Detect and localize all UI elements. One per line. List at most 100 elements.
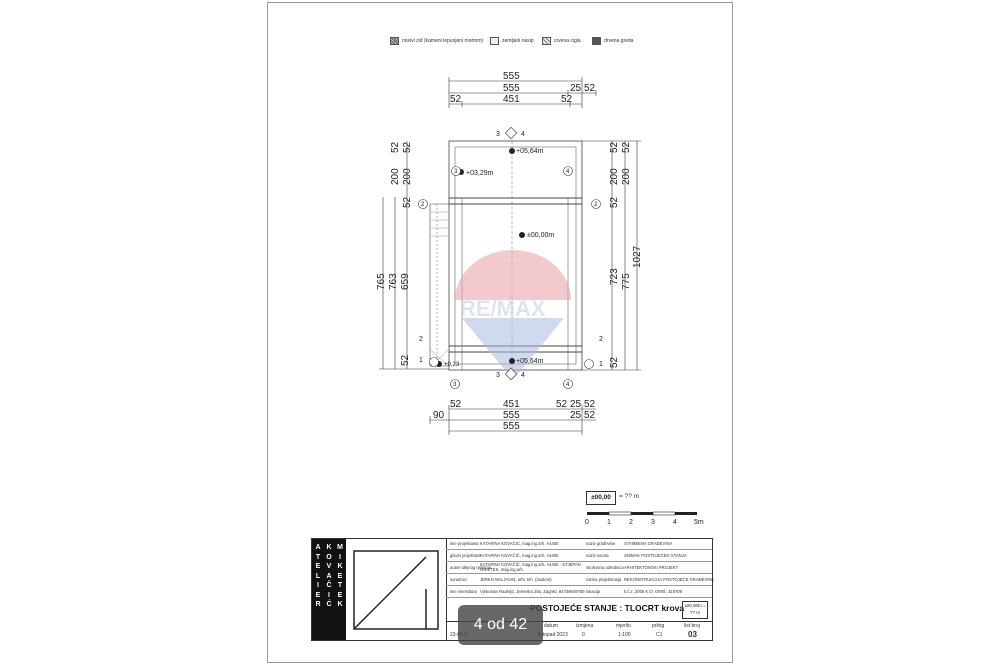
row-key: suradnici [450, 577, 467, 582]
logo-letter: K [326, 544, 332, 551]
timber-beam-swatch [592, 37, 601, 45]
drawing-title-row: POSTOJEĆE STANJE : TLOCRT krova ±00,00m … [446, 599, 712, 622]
scale-tick: 5m [694, 519, 704, 526]
logo-mark [353, 550, 439, 630]
axis-4-top: 4 [521, 131, 525, 138]
axis-2-left: 2 [421, 202, 425, 208]
dim-top-555b: 555 [503, 83, 520, 94]
sheet-number: 03 [688, 630, 697, 639]
footer-header: datum [544, 623, 558, 629]
axis-3-top: 3 [496, 131, 500, 138]
appendix-value: C1 [656, 632, 663, 638]
row-key: razina projektiranja [586, 577, 622, 582]
stair-hatch [430, 211, 449, 367]
row-key: glavni projektant [450, 553, 481, 558]
dim-right-775: 775 [621, 273, 632, 290]
titleblock-row: ime investitora Vjekoslav Radeljić, Jele… [446, 587, 712, 598]
dim-bottom-52a: 52 [450, 399, 462, 410]
logo-letter: E [337, 572, 343, 580]
axis-3-circle-bottom: 3 [453, 382, 457, 388]
row-value: KATARINA KOVAČIĆ, mag.ing.arh. A4405 · S… [480, 562, 581, 572]
left-dimension-lines [379, 141, 449, 370]
row-value: SNIMAK POSTOJEĆEG STANJA [624, 553, 687, 558]
dim-bottom-451: 451 [503, 399, 520, 410]
logo-letter: V [326, 563, 332, 570]
earth-fill-swatch [490, 37, 499, 45]
page-counter: 4 od 42 [458, 605, 543, 645]
scale-tick: 1 [607, 519, 611, 526]
legend-label: drvena greda [604, 38, 634, 44]
legend-item: zemljani nasip [490, 37, 534, 45]
dim-bottom-555b: 555 [503, 421, 520, 432]
scale-tick: 3 [651, 519, 655, 526]
row-value: ARHITEKTONSKI PROJEKT [624, 565, 679, 570]
footer-header: list broj [684, 623, 700, 629]
axis-1-right: 1 [599, 361, 603, 368]
scale-tick: 0 [585, 519, 589, 526]
dim-top-555: 555 [503, 71, 520, 82]
dim-bottom-25b: 25 [570, 410, 582, 421]
logo-column: M I K E T E K [336, 543, 344, 610]
row-value: Vjekoslav Radeljić, Jelenska 29a, Zagreb… [480, 589, 585, 594]
row-key: lokacija [586, 589, 600, 594]
level-reference-value: = ?? m [619, 493, 640, 500]
footer-header: prilog [652, 623, 665, 629]
row-value: KATARINA KOVAČIĆ, mag.ing.arh. A4405 [480, 553, 559, 558]
dim-bottom-52c: 52 [584, 399, 596, 410]
legend-label: nosivi zid (kameni lepunjeni mortom) [402, 38, 484, 44]
axis-1-left: 1 [419, 357, 423, 364]
dim-right-52a: 52 [609, 141, 620, 153]
dim-left-52d: 52 [400, 354, 411, 366]
dim-left-765: 765 [376, 273, 387, 290]
level-bottom-left: +0,23 [444, 362, 460, 368]
scale-tick: 4 [673, 519, 677, 526]
axis-3-bottom: 3 [496, 372, 500, 379]
axis-markers [418, 126, 601, 389]
revision-value: 0 [582, 632, 585, 638]
logo-letter: Č [326, 582, 332, 589]
level-upper: +03,29m [466, 170, 494, 177]
stone-wall-swatch [390, 37, 399, 45]
scale-value: 1:100 [618, 632, 631, 638]
logo-letter: R [315, 601, 321, 608]
scale-bar [587, 511, 697, 516]
titleblock-row: autori idejnog rješenja KATARINA KOVAČIĆ… [446, 562, 712, 574]
dim-right-52b: 52 [621, 141, 632, 153]
logo-letter: E [315, 563, 321, 570]
footer-header: izmjena [576, 623, 594, 629]
logo-letter: M [337, 544, 343, 551]
legend-item: crvena cigla [542, 37, 581, 45]
remax-watermark: RE/MAX [455, 250, 571, 380]
titleblock-row: glavni projektant KATARINA KOVAČIĆ, mag.… [446, 551, 712, 562]
level-reference-box: ±00,00 [586, 491, 616, 505]
red-brick-swatch [542, 37, 551, 45]
row-value: k.č.z. 2006 K.O. OMIŠ, 319708 [624, 589, 682, 594]
logo-letter: Ć [326, 601, 332, 608]
dim-left-52b: 52 [402, 141, 413, 153]
right-dimension-lines [582, 140, 641, 371]
studio-logo: A T E L I E R K O V A Č I Ć M I K E T E … [312, 539, 346, 640]
logo-letter: K [337, 601, 343, 608]
dim-right-200b: 200 [621, 168, 632, 185]
level-center: ±00,00m [527, 232, 554, 239]
logo-letter: T [315, 553, 321, 561]
dim-bottom-555: 555 [503, 410, 520, 421]
axis-2-left-lower: 2 [419, 336, 423, 343]
bottom-dimension-lines [429, 405, 596, 435]
logo-letter: I [339, 553, 341, 561]
legend-label: zemljani nasip [502, 38, 534, 44]
dim-left-52a: 52 [390, 141, 401, 153]
row-key: autori idejnog rješenja [450, 565, 491, 570]
row-value: JERKO MALOVAN, arhi. teh. (student) [480, 577, 552, 582]
dim-top-52b: 52 [561, 94, 573, 105]
logo-letter: I [317, 582, 319, 589]
axis-4-circle: 4 [566, 169, 570, 175]
logo-column: A T E L I E R [314, 543, 322, 610]
axis-4-bottom: 4 [521, 372, 525, 379]
footer-header: mjerilo [616, 623, 631, 629]
row-key: ime investitora [450, 589, 477, 594]
titleblock-row: ime projektanta KATARINA KOVAČIĆ, mag.in… [446, 539, 712, 550]
row-value: STAMBENA GRAĐEVINA [624, 541, 673, 546]
logo-letter: E [337, 591, 343, 599]
